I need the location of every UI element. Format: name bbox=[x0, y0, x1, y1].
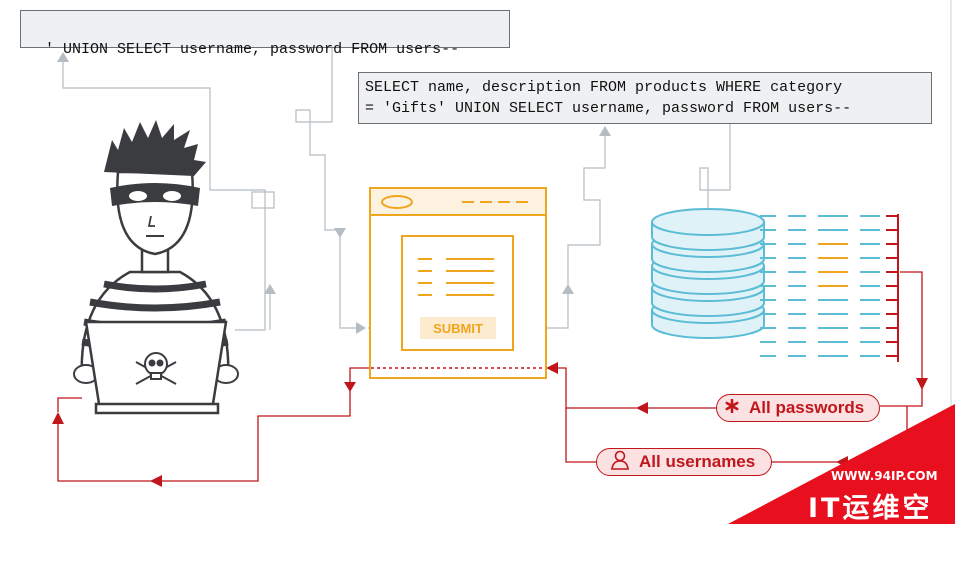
usernames-to-browser-line bbox=[565, 408, 596, 463]
submit-button[interactable]: SUBMIT bbox=[420, 317, 496, 339]
browser-window-icon bbox=[369, 187, 547, 379]
form-lines bbox=[418, 258, 494, 296]
arrow-down-response bbox=[344, 382, 356, 392]
all-usernames-label: All usernames bbox=[639, 452, 756, 471]
watermark-triangle bbox=[728, 404, 955, 524]
query-to-db-line bbox=[699, 124, 731, 225]
payload-code-box: ' UNION SELECT username, password FROM u… bbox=[20, 10, 510, 58]
all-passwords-badge: All passwords bbox=[716, 394, 880, 422]
arrow-left-passwords bbox=[636, 402, 648, 414]
arrow-left-browser bbox=[546, 362, 558, 374]
browser-address-pill bbox=[381, 195, 413, 209]
laptop-base bbox=[94, 402, 220, 415]
arrow-up-query bbox=[562, 284, 574, 294]
arrow-up-hacker bbox=[264, 284, 276, 294]
submit-out-line bbox=[545, 292, 569, 329]
query-code-box: SELECT name, description FROM products W… bbox=[358, 72, 932, 124]
diagram-canvas bbox=[52, 0, 955, 524]
hacker-figure bbox=[73, 120, 239, 415]
small-box-1 bbox=[251, 191, 275, 209]
all-passwords-label: All passwords bbox=[749, 398, 865, 417]
db-out-line bbox=[900, 271, 923, 378]
all-usernames-badge: All usernames bbox=[596, 448, 772, 476]
arrow-down-submit bbox=[334, 228, 346, 238]
hacker-eye-left bbox=[129, 191, 147, 201]
arrow-left-response bbox=[150, 475, 162, 487]
db-to-passwords-line bbox=[880, 386, 923, 407]
table-orange-rows bbox=[818, 243, 848, 287]
to-submit-line bbox=[339, 230, 362, 329]
hacker-eye-right bbox=[163, 191, 181, 201]
sqli-union-diagram: ' UNION SELECT username, password FROM u… bbox=[20, 0, 955, 524]
watermark-site: WWW.94IP.COM bbox=[831, 469, 938, 483]
query-line-2: = 'Gifts' UNION SELECT username, passwor… bbox=[365, 100, 852, 117]
arrow-up-querybox bbox=[599, 126, 611, 136]
payload-text: ' UNION SELECT username, password FROM u… bbox=[45, 41, 460, 58]
hacker-hair bbox=[104, 120, 206, 176]
arrow-right-submit bbox=[356, 322, 366, 334]
response-to-hacker-line bbox=[57, 367, 370, 482]
asterisk-icon bbox=[725, 398, 739, 418]
query-path-line bbox=[567, 132, 606, 292]
hacker-mask bbox=[110, 183, 200, 206]
table-red-column bbox=[886, 214, 899, 362]
arrow-down-db-out bbox=[916, 378, 928, 390]
red-arrowheads bbox=[52, 362, 928, 487]
payload-path-line bbox=[62, 58, 266, 331]
arrow-up-hacker-red bbox=[52, 412, 64, 424]
user-icon bbox=[611, 450, 629, 475]
db-table-lines bbox=[760, 214, 899, 362]
watermark-name: IT运维空间 bbox=[808, 493, 933, 563]
passwords-to-browser-line bbox=[554, 367, 716, 409]
database-icon bbox=[651, 208, 765, 339]
payload-right-line bbox=[295, 48, 340, 231]
skull-crossbones-icon bbox=[135, 352, 177, 385]
arrow-up-payload bbox=[57, 52, 69, 62]
hacker-nose bbox=[147, 215, 155, 227]
hacker-end-line bbox=[57, 397, 82, 412]
query-line-1: SELECT name, description FROM products W… bbox=[365, 79, 843, 96]
table-cyan-rows bbox=[760, 215, 880, 357]
